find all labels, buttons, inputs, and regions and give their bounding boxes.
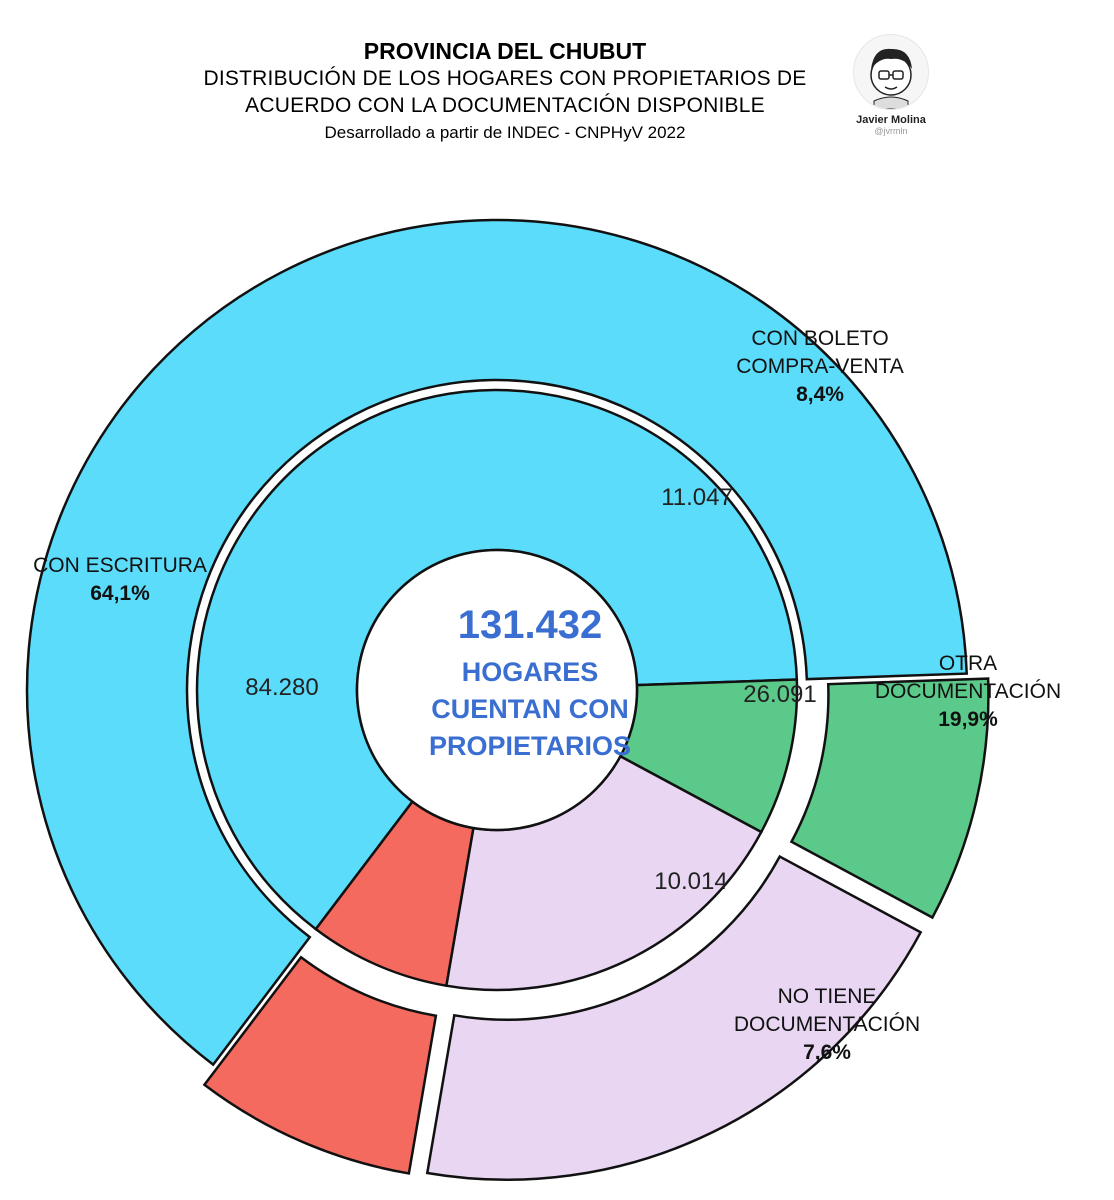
value-label-otra: 26.091 — [743, 681, 816, 708]
category-label-otra-2: DOCUMENTACIÓN — [875, 680, 1061, 703]
author-handle: @jvrmln — [874, 126, 908, 136]
chart-title: PROVINCIA DEL CHUBUT — [363, 38, 647, 64]
category-label-no_tiene-1: NO TIENE — [778, 985, 877, 1008]
chart-source: Desarrollado a partir de INDEC - CNPHyV … — [324, 123, 686, 142]
category-label-boleto-2: COMPRA-VENTA — [736, 355, 904, 378]
category-label-boleto-1: CON BOLETO — [751, 327, 888, 350]
percent-label-boleto: 8,4% — [796, 383, 844, 406]
avatar-cartoon-icon — [853, 34, 929, 110]
center-line1: HOGARES — [462, 657, 599, 687]
author-badge: Javier Molina @jvrmln — [846, 34, 936, 136]
center-line3: PROPIETARIOS — [429, 731, 631, 761]
outer-slice-no_tiene — [202, 955, 438, 1175]
outer-slice-escritura — [25, 218, 969, 1067]
outer-slice-boleto — [789, 677, 990, 920]
center-line2: CUENTAN CON — [431, 694, 629, 724]
author-name: Javier Molina — [856, 114, 926, 126]
value-label-no_tiene: 10.014 — [654, 868, 727, 895]
value-label-escritura: 84.280 — [245, 674, 318, 701]
center-total: 131.432 — [458, 603, 603, 647]
percent-label-otra: 19,9% — [938, 708, 998, 731]
outer-slice-otra — [425, 854, 923, 1181]
category-label-otra-1: OTRA — [939, 652, 997, 675]
outer-ring — [25, 218, 990, 1181]
value-label-boleto: 11.047 — [661, 484, 733, 511]
chart-subtitle-line1: DISTRIBUCIÓN DE LOS HOGARES CON PROPIETA… — [203, 67, 807, 90]
category-label-escritura-1: CON ESCRITURA — [33, 554, 207, 577]
chart-header: PROVINCIA DEL CHUBUT DISTRIBUCIÓN DE LOS… — [0, 38, 1010, 145]
percent-label-no_tiene: 7,6% — [803, 1041, 851, 1064]
category-label-no_tiene-2: DOCUMENTACIÓN — [734, 1013, 920, 1036]
chart-subtitle-line2: ACUERDO CON LA DOCUMENTACIÓN DISPONIBLE — [245, 94, 765, 117]
center-hole — [355, 548, 639, 832]
chart-labels: 84.280 CON ESCRITURA 64,1% 11.047 CON BOLETO… — [33, 327, 1061, 1064]
percent-label-escritura: 64,1% — [90, 582, 150, 605]
